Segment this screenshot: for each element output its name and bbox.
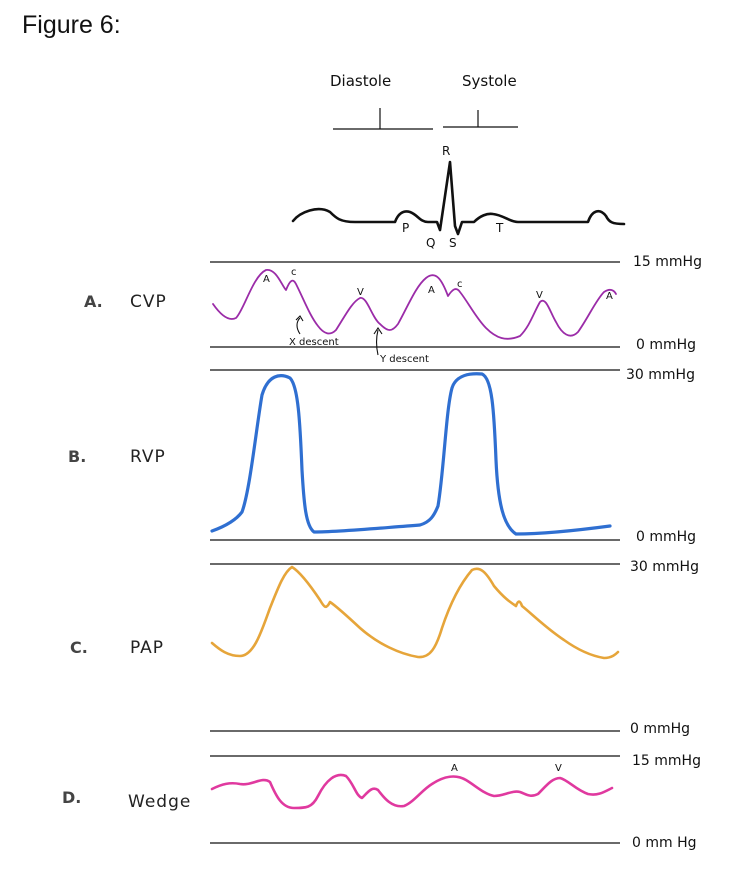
cvp-bottom-scale: 0 mmHg [636, 337, 696, 353]
ecg-label-t: T [495, 221, 504, 235]
panel-cvp: 15 mmHg 0 mmHg A. CVP A c V A c V A X de… [84, 254, 702, 365]
cvp-label-v2: V [536, 290, 543, 301]
pap-waveform [210, 565, 620, 660]
x-descent-arrow [296, 317, 301, 335]
panel-pap: 30 mmHg C. PAP [70, 559, 699, 660]
ecg-label-r: R [442, 144, 450, 158]
diastole-label: Diastole [330, 72, 391, 90]
wedge-panel-name: Wedge [128, 792, 191, 812]
ecg-label-q: Q [426, 236, 435, 250]
ecg-trace [291, 160, 626, 236]
wedge-bottom-scale: 0 mm Hg [632, 835, 697, 851]
x-descent-arrowhead [295, 315, 304, 322]
panel-wedge: 0 mmHg 15 mmHg 0 mm Hg D. Wedge A V [62, 721, 701, 851]
cvp-label-a3: A [606, 291, 613, 302]
y-descent-arrow [375, 329, 379, 356]
cvp-panel-name: CVP [130, 292, 167, 312]
rvp-bottom-scale: 0 mmHg [636, 529, 696, 545]
cvp-x-descent-label: X descent [289, 337, 339, 348]
ecg-label-p: P [402, 221, 409, 235]
cvp-panel-letter: A. [84, 292, 103, 311]
figure-caption: Figure 6: [22, 11, 121, 39]
cvp-label-v1: V [357, 287, 364, 298]
y-descent-arrowhead [373, 327, 383, 335]
wedge-label-v: V [555, 763, 562, 774]
pap-bottom-scale: 0 mmHg [630, 721, 690, 737]
ecg-strip: R P Q S T [291, 144, 626, 250]
cvp-waveform [212, 269, 617, 340]
rvp-panel-letter: B. [68, 447, 86, 466]
rvp-waveform [210, 372, 612, 536]
cvp-label-c1: c [291, 267, 297, 278]
cvp-top-scale: 15 mmHg [633, 254, 702, 270]
pap-panel-name: PAP [130, 638, 164, 658]
cvp-label-c2: c [457, 279, 463, 290]
cvp-label-a2: A [428, 285, 435, 296]
cvp-label-a1: A [263, 274, 270, 285]
pap-panel-letter: C. [70, 638, 88, 657]
cardiac-cycle-labels: Diastole Systole [330, 72, 518, 130]
rvp-panel-name: RVP [130, 447, 166, 467]
wedge-waveform [210, 773, 614, 810]
rvp-top-scale: 30 mmHg [626, 367, 695, 383]
ecg-label-s: S [449, 236, 457, 250]
pap-top-scale: 30 mmHg [630, 559, 699, 575]
systole-label: Systole [462, 72, 517, 90]
cvp-y-descent-label: Y descent [379, 354, 429, 365]
wedge-panel-letter: D. [62, 788, 81, 807]
wedge-top-scale: 15 mmHg [632, 753, 701, 769]
wedge-label-a: A [451, 763, 458, 774]
panel-rvp: 30 mmHg 0 mmHg B. RVP [68, 367, 696, 545]
